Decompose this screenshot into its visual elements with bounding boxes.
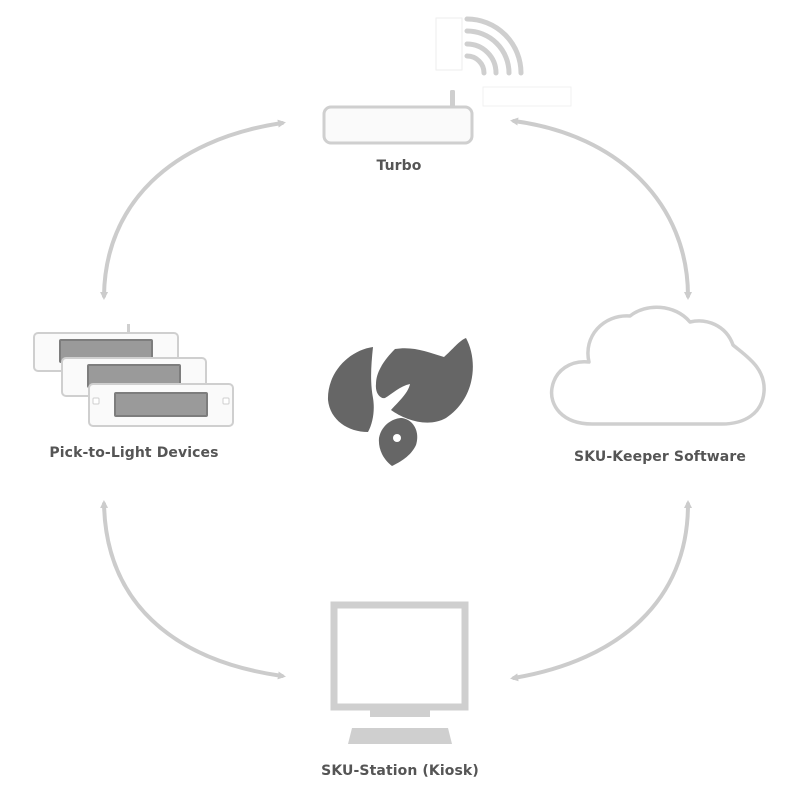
cycle-arrows — [100, 117, 692, 682]
cloud-icon — [549, 305, 766, 426]
pick-to-light-label: Pick-to-Light Devices — [49, 445, 219, 461]
wifi-signal-icon — [435, 16, 524, 76]
squirrel-logo-icon — [327, 338, 473, 466]
sku-keeper-label: SKU-Keeper Software — [574, 449, 746, 465]
pick-to-light-device-front — [88, 383, 234, 427]
pick-to-light-device-icon — [33, 324, 234, 427]
arrow-turbo-to-pick-to-light — [100, 119, 286, 300]
router-antenna-plate — [482, 86, 572, 107]
monitor-icon — [330, 601, 469, 744]
sku-station-label: SKU-Station (Kiosk) — [321, 763, 479, 779]
turbo-label: Turbo — [376, 158, 422, 174]
arrow-pick-to-light-to-sku-station — [100, 500, 286, 680]
arrow-sku-keeper-to-sku-station — [510, 500, 692, 682]
arrow-turbo-to-sku-keeper — [510, 117, 692, 300]
router-icon — [322, 86, 572, 145]
monitor-base — [348, 728, 452, 744]
monitor-neck — [370, 707, 430, 717]
router-body — [322, 105, 474, 145]
router-antenna — [450, 90, 455, 108]
monitor-screen — [330, 601, 469, 711]
